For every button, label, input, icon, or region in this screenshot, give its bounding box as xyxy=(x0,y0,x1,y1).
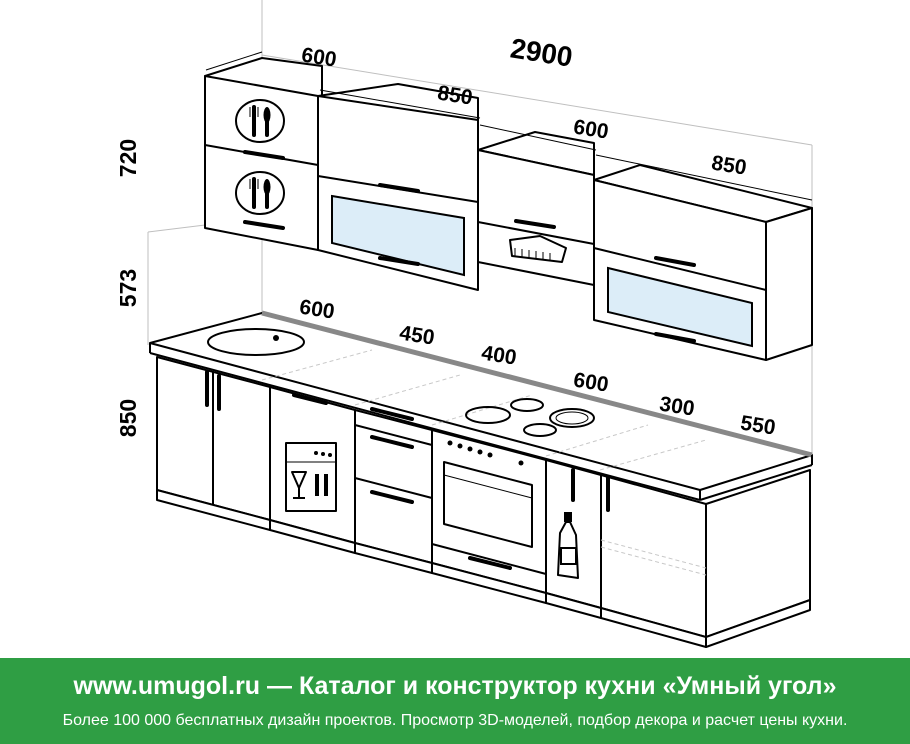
upper-width-label: 600 xyxy=(572,115,610,143)
base-cabinet-5 xyxy=(545,459,602,619)
oven-icon xyxy=(443,440,533,548)
base-width-label: 300 xyxy=(658,392,696,420)
height-label: 573 xyxy=(115,269,141,307)
base-cabinet-6 xyxy=(600,469,811,648)
countertop xyxy=(149,310,813,501)
base-cabinet-1 xyxy=(156,356,271,531)
cooktop-icon xyxy=(465,398,595,437)
base-width-label: 400 xyxy=(480,341,518,369)
dishwasher-icon xyxy=(285,442,337,512)
base-cabinet-3-drawers xyxy=(354,407,433,574)
upper-width-label: 850 xyxy=(710,151,748,179)
base-cabinet-2 xyxy=(269,386,356,554)
upper-cabinet-2 xyxy=(317,83,479,291)
footer-banner: www.umugol.ru — Каталог и конструктор ку… xyxy=(0,658,910,744)
sink-icon xyxy=(207,328,305,356)
upper-cabinet-1 xyxy=(204,57,323,251)
upper-width-label: 600 xyxy=(300,43,338,71)
upper-handles xyxy=(243,150,696,343)
total-width-label: 2900 xyxy=(508,32,574,72)
base-width-label: 600 xyxy=(298,295,336,323)
kitchen-drawing: 2900 600 850 600 850 600 450 400 600 300… xyxy=(115,0,813,648)
upper-cabinet-3 xyxy=(477,131,595,286)
upper-width-label: 850 xyxy=(436,81,474,109)
banner-subtitle: Более 100 000 бесплатных дизайн проектов… xyxy=(62,712,848,729)
upper-cabinet-4 xyxy=(593,164,813,361)
base-width-label: 600 xyxy=(572,368,610,396)
base-width-label: 550 xyxy=(739,411,777,439)
base-width-label: 450 xyxy=(398,321,436,349)
bottle-icon xyxy=(557,512,579,579)
banner-title[interactable]: www.umugol.ru — Каталог и конструктор ку… xyxy=(73,672,837,700)
height-label: 850 xyxy=(115,399,141,437)
height-label: 720 xyxy=(115,139,141,177)
range-hood-icon xyxy=(509,235,567,263)
dimension-lines xyxy=(205,51,813,201)
cutlery-icon xyxy=(235,99,285,143)
cutlery-icon xyxy=(235,171,285,215)
